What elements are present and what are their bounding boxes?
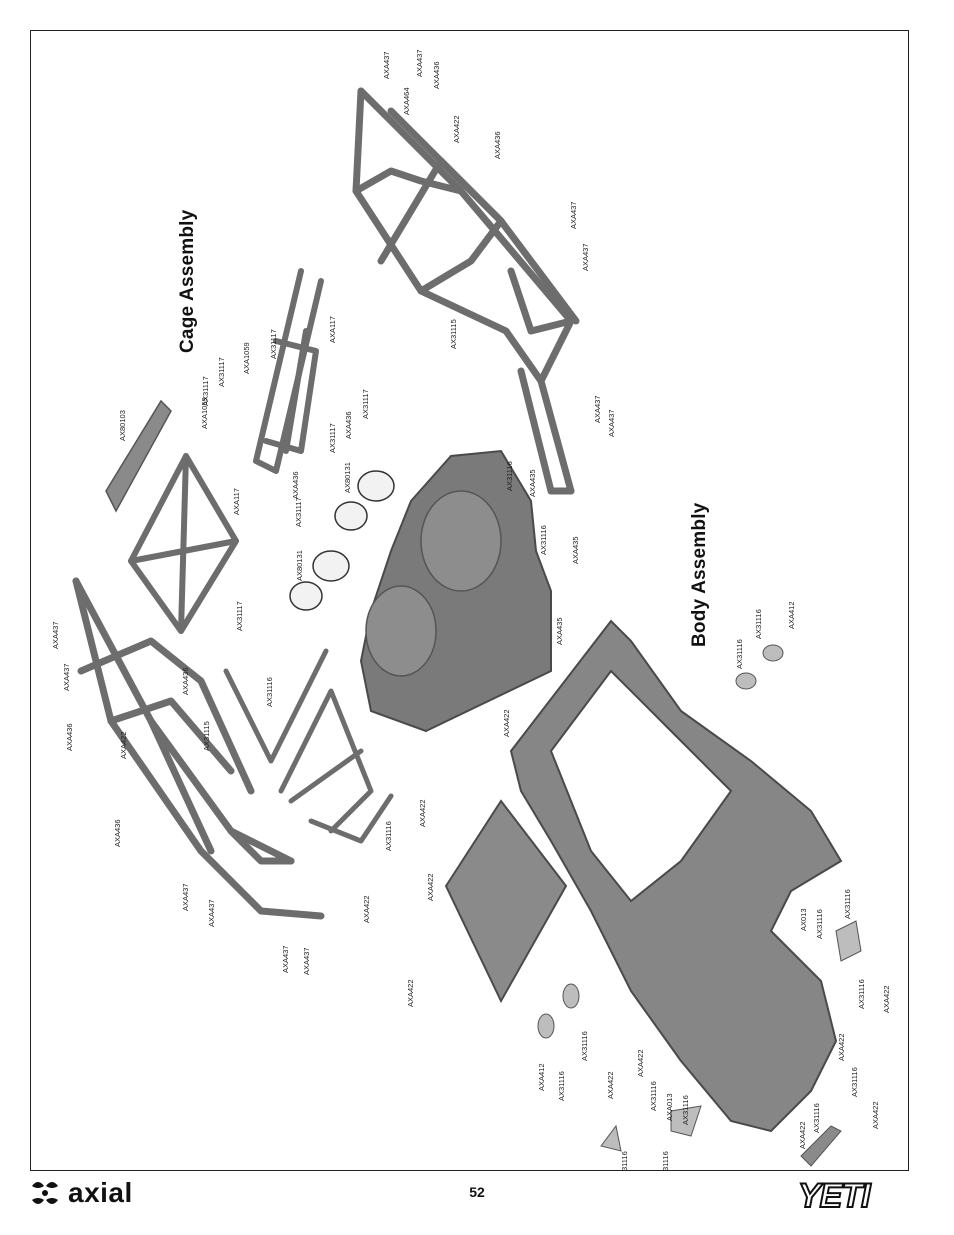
part-label: AXA422 <box>426 873 435 901</box>
part-label: AXA437 <box>62 663 71 691</box>
part-label: AX31117 <box>235 601 244 631</box>
part-label: AX31116 <box>843 889 852 919</box>
part-label: AX31116 <box>661 1151 670 1171</box>
part-label: AX31116 <box>815 909 824 939</box>
part-label: AXA437 <box>281 945 290 973</box>
part-label: AXA436 <box>493 131 502 159</box>
part-label: AXA436 <box>432 61 441 89</box>
part-label: AXA422 <box>362 895 371 923</box>
part-label: AX80131 <box>295 550 304 581</box>
cage-rear-bars <box>223 648 394 844</box>
part-label: AXA117 <box>328 316 337 343</box>
page-number: 52 <box>469 1184 485 1200</box>
part-label: AXA437 <box>607 409 616 437</box>
part-label: AX31117 <box>269 329 278 359</box>
part-label: AXA436 <box>344 411 353 439</box>
yeti-logo: YETI <box>792 1175 912 1217</box>
diagram-frame: Cage Assembly Body Assembly AXA437 AXA43… <box>30 30 909 1171</box>
part-label: AX31116 <box>265 677 274 707</box>
driver-figure <box>420 490 502 592</box>
part-label: AXA422 <box>882 985 891 1013</box>
part-label: AXA437 <box>415 49 424 77</box>
part-label: AXA437 <box>593 395 602 423</box>
part-label: AX31115 <box>202 721 211 751</box>
part-label: AXA436 <box>291 471 300 499</box>
part-label: AX80131 <box>343 462 352 493</box>
part-label: AXA422 <box>406 979 415 1007</box>
part-label: AXA437 <box>181 883 190 911</box>
cage-side-frame-right <box>352 87 580 495</box>
part-label: AX31115 <box>449 319 458 349</box>
axial-emblem-icon <box>32 1182 58 1204</box>
part-label: AXA437 <box>51 621 60 649</box>
part-label: AXA1059 <box>242 342 251 374</box>
part-label: AXA437 <box>382 51 391 79</box>
part-label: AX31116 <box>649 1081 658 1111</box>
helmets <box>289 470 395 611</box>
cage-seat-frame <box>253 268 324 474</box>
part-label: AX31117 <box>294 497 303 527</box>
part-label: AXA422 <box>606 1071 615 1099</box>
part-label: AX31117 <box>217 357 226 387</box>
part-label: AXA422 <box>119 731 128 759</box>
part-label: AXA435 <box>528 469 537 497</box>
part-label: AXA436 <box>181 667 190 695</box>
part-label: AX013 <box>799 908 808 931</box>
part-label: AX31116 <box>754 609 763 639</box>
part-label: AX31116 <box>735 639 744 669</box>
part-label: AXA437 <box>302 947 311 975</box>
yeti-wordmark: YETI <box>797 1176 872 1216</box>
part-label: AXA437 <box>569 201 578 229</box>
axial-logo: axial <box>28 1176 133 1210</box>
part-label: AXA435 <box>555 617 564 645</box>
part-label: AXA436 <box>113 819 122 847</box>
body-assembly-title: Body Assembly <box>689 502 710 647</box>
part-label: AX31116 <box>857 979 866 1009</box>
part-label: AXA422 <box>418 799 427 827</box>
part-label: AXA013 <box>665 1093 674 1121</box>
part-label: AX80103 <box>118 410 127 441</box>
cage-side-frame-left <box>72 577 325 920</box>
axial-wordmark: axial <box>68 1177 133 1208</box>
body-shell <box>509 619 843 1133</box>
part-label: AXA437 <box>207 899 216 927</box>
part-label: AX31116 <box>505 461 514 491</box>
part-label: AXA435 <box>571 536 580 564</box>
part-label: AXA422 <box>636 1049 645 1077</box>
part-label: AXA117 <box>232 488 241 515</box>
part-label: AXA422 <box>837 1033 846 1061</box>
small-parts <box>537 644 862 1167</box>
part-label: AX31117 <box>328 423 337 453</box>
part-label: AX31117 <box>361 389 370 419</box>
part-label: AXA422 <box>871 1101 880 1129</box>
part-label: AX31116 <box>812 1103 821 1133</box>
part-label: AXA464 <box>402 87 411 115</box>
part-label: AX31116 <box>620 1151 629 1171</box>
hood-panel <box>444 799 568 1004</box>
passenger-figure <box>365 585 437 677</box>
part-label: AX31116 <box>850 1067 859 1097</box>
part-label: AX31116 <box>557 1071 566 1101</box>
side-panel <box>105 399 172 513</box>
part-label: AX31116 <box>539 525 548 555</box>
part-label: AXA436 <box>65 723 74 751</box>
cage-roof-x-brace <box>128 453 239 634</box>
part-label: AXA1059 <box>200 397 209 429</box>
part-label: AX31116 <box>384 821 393 851</box>
part-label: AXA437 <box>581 243 590 271</box>
part-label: AXA422 <box>502 709 511 737</box>
part-label: AXA412 <box>537 1063 546 1091</box>
part-label: AX31116 <box>681 1095 690 1125</box>
part-label: AXA422 <box>452 115 461 143</box>
part-label: AXA422 <box>798 1121 807 1149</box>
part-label: AX31116 <box>580 1031 589 1061</box>
exploded-parts-diagram <box>72 87 862 1167</box>
cage-assembly-title: Cage Assembly <box>177 209 198 353</box>
part-label: AXA412 <box>787 601 796 629</box>
